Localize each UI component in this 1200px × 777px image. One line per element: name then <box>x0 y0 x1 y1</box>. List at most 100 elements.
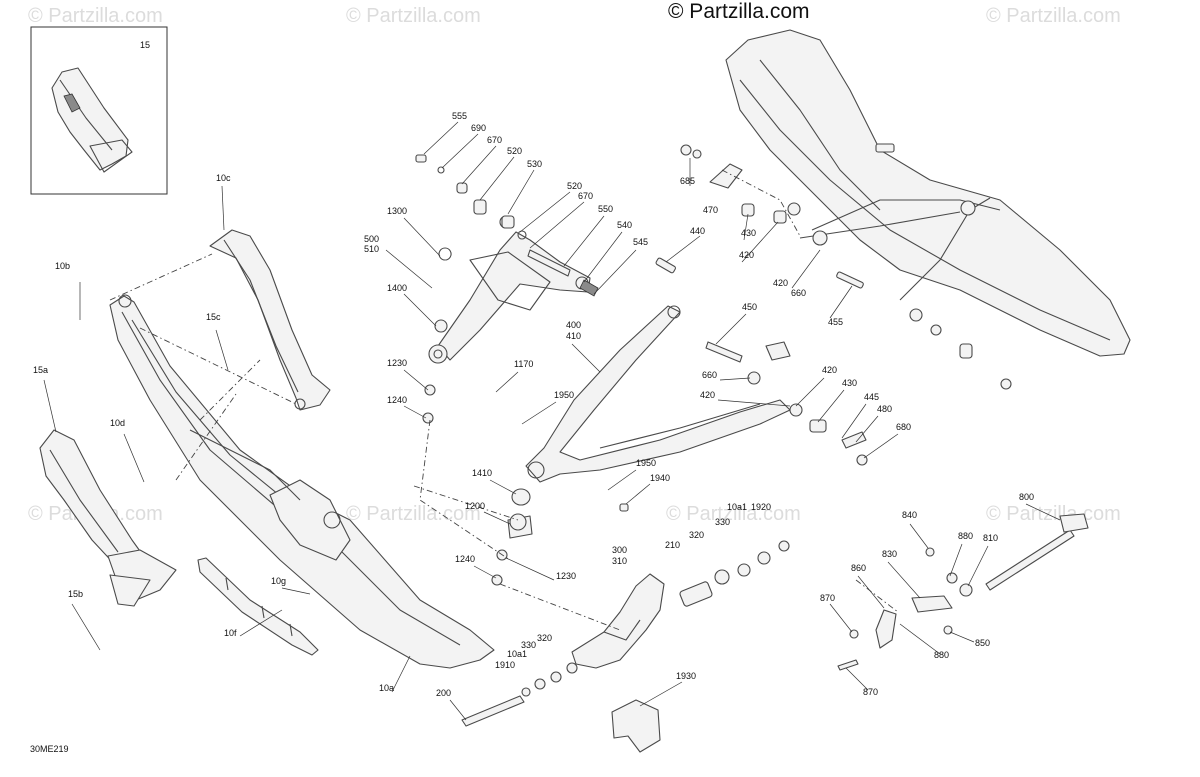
callout-c1170: 1170 <box>514 359 533 369</box>
callout-c440: 440 <box>690 226 705 236</box>
side-guard <box>39 429 177 607</box>
callout-c10c: 10c <box>216 173 231 183</box>
callout-c10a1a: 10a1 <box>727 502 747 512</box>
callout-c530: 530 <box>527 159 542 169</box>
callout-c480: 480 <box>877 404 892 414</box>
callout-c450: 450 <box>742 302 757 312</box>
callout-c660b: 660 <box>702 370 717 380</box>
callout-c870b: 870 <box>863 687 878 697</box>
watermark-mid-far-right: © Partzilla.com <box>986 503 1121 525</box>
callout-c550: 550 <box>598 204 613 214</box>
watermark-top-center: © Partzilla.com <box>346 5 481 27</box>
callout-c200: 200 <box>436 688 451 698</box>
callout-c470: 470 <box>703 205 718 215</box>
callout-c400: 400 <box>566 320 581 330</box>
ski-handle <box>209 229 331 411</box>
callout-c680: 680 <box>896 422 911 432</box>
callout-c10d: 10d <box>110 418 125 428</box>
callout-c555: 555 <box>452 111 467 121</box>
callout-c880a: 880 <box>958 531 973 541</box>
callout-c1950a: 1950 <box>554 390 574 400</box>
leader-lines <box>43 121 1061 721</box>
callout-c410: 410 <box>566 331 581 341</box>
callout-c420a: 420 <box>739 250 754 260</box>
diagram-code: 30ME219 <box>30 744 69 754</box>
inset-guard-part <box>51 67 133 173</box>
callout-c690: 690 <box>471 123 486 133</box>
callout-c320a: 320 <box>689 530 704 540</box>
watermark-mid-right: © Partzilla.com <box>666 503 801 525</box>
callout-c310: 310 <box>612 556 627 566</box>
watermark-top-right: © Partzilla.com <box>986 5 1121 27</box>
callout-c15b: 15b <box>68 589 83 599</box>
watermark-mid-center: © Partzilla.com <box>346 503 481 525</box>
callout-c685: 685 <box>680 176 695 186</box>
callout-c1950b: 1950 <box>636 458 656 468</box>
callout-c330a: 330 <box>715 517 730 527</box>
ski-assembly <box>109 294 495 669</box>
callout-c15: 15 <box>140 40 150 50</box>
callout-c830: 830 <box>882 549 897 559</box>
callout-c1300: 1300 <box>387 206 407 216</box>
callout-c1910: 1910 <box>495 660 515 670</box>
callout-c520a: 520 <box>507 146 522 156</box>
frame-assembly <box>725 29 1131 357</box>
callout-c10a1b: 10a1 <box>507 649 527 659</box>
callout-c670a: 670 <box>487 135 502 145</box>
callout-c1230a: 1230 <box>387 358 407 368</box>
spindle-assembly <box>422 384 665 669</box>
callout-c510: 510 <box>364 244 379 254</box>
callout-c810: 810 <box>983 533 998 543</box>
lower-a-arm <box>525 305 791 483</box>
callout-c15c: 15c <box>206 312 221 322</box>
watermark-main: © Partzilla.com <box>668 0 810 23</box>
callout-c1930: 1930 <box>676 671 696 681</box>
callout-c15a: 15a <box>33 365 48 375</box>
callout-c10f: 10f <box>224 628 237 638</box>
callout-c670b: 670 <box>578 191 593 201</box>
callout-c330b: 330 <box>521 640 536 650</box>
callout-c1240b: 1240 <box>455 554 475 564</box>
watermark-top-left: © Partzilla.com <box>28 5 163 27</box>
callout-c840: 840 <box>902 510 917 520</box>
callout-c850: 850 <box>975 638 990 648</box>
callout-c300: 300 <box>612 545 627 555</box>
wear-bar <box>197 557 319 656</box>
callout-c420d: 420 <box>822 365 837 375</box>
callout-c800: 800 <box>1019 492 1034 502</box>
callout-c860: 860 <box>851 563 866 573</box>
callout-c10g: 10g <box>271 576 286 586</box>
callout-c870a: 870 <box>820 593 835 603</box>
callout-c1400: 1400 <box>387 283 407 293</box>
callout-c455: 455 <box>828 317 843 327</box>
callout-c10a: 10a <box>379 683 394 693</box>
callout-c420c: 420 <box>700 390 715 400</box>
callout-c420b: 420 <box>773 278 788 288</box>
callout-c1200: 1200 <box>465 501 485 511</box>
callout-c1920: 1920 <box>751 502 771 512</box>
callout-c430b: 430 <box>842 378 857 388</box>
frame-hardware <box>619 144 1012 512</box>
callout-c430a: 430 <box>741 228 756 238</box>
callout-c10b: 10b <box>55 261 70 271</box>
callout-labels: 1510c10b15c15a10d10g10f15b10a55569067052… <box>33 40 1034 698</box>
callout-c1940: 1940 <box>650 473 670 483</box>
callout-c520b: 520 <box>567 181 582 191</box>
callout-c880b: 880 <box>934 650 949 660</box>
callout-c445: 445 <box>864 392 879 402</box>
callout-c1230b: 1230 <box>556 571 576 581</box>
callout-c210: 210 <box>665 540 680 550</box>
callout-c660a: 660 <box>791 288 806 298</box>
upper-arm-hardware <box>415 154 599 297</box>
ski-pivot-hardware <box>461 540 790 753</box>
callout-c500: 500 <box>364 234 379 244</box>
callout-c1410: 1410 <box>472 468 492 478</box>
steering-linkage <box>837 513 1089 671</box>
callout-c320b: 320 <box>537 633 552 643</box>
callout-c1240a: 1240 <box>387 395 407 405</box>
callout-c545: 545 <box>633 237 648 247</box>
callout-c540: 540 <box>617 220 632 230</box>
assembly-lines <box>109 169 899 631</box>
